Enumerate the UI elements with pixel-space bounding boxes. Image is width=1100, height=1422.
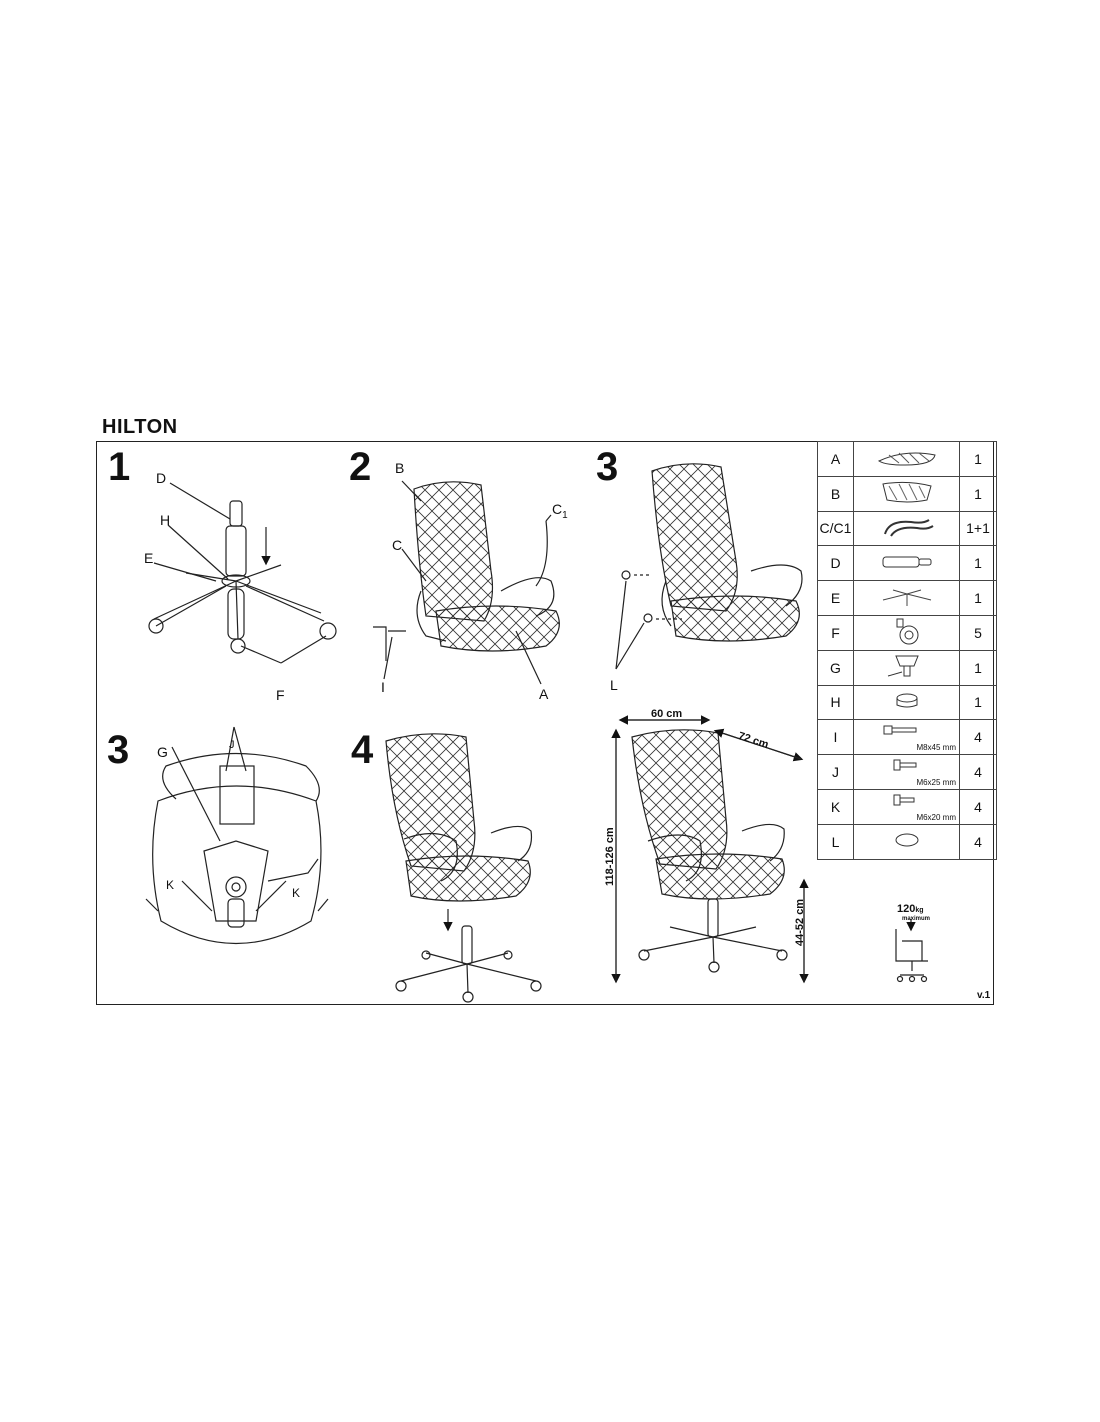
part-id: C/C1 xyxy=(817,510,854,547)
step-number-3b: 3 xyxy=(107,728,130,772)
part-qty: 1 xyxy=(959,475,997,512)
part-qty: 4 xyxy=(959,719,997,756)
mechanism-icon xyxy=(853,649,960,686)
step-number-1: 1 xyxy=(108,445,131,489)
step3b-mechanism-drawing xyxy=(145,726,329,944)
part-id: G xyxy=(817,649,854,686)
assembly-illustrations xyxy=(145,463,928,1003)
table-row: A 1 xyxy=(817,441,997,477)
bolt-icon: M8x45 mm xyxy=(853,719,960,756)
table-row: I M8x45 mm 4 xyxy=(817,719,997,756)
table-row: K M6x20 mm 4 xyxy=(817,788,997,825)
max-load-value: 120kg xyxy=(897,903,924,915)
callout-e: E xyxy=(144,550,154,566)
gas-lift-icon xyxy=(853,545,960,582)
callout-j: J xyxy=(229,739,235,751)
part-qty: 5 xyxy=(959,614,997,651)
table-row: L 4 xyxy=(817,823,997,860)
dimension-width: 60 cm xyxy=(651,708,683,720)
part-id: K xyxy=(817,788,854,825)
part-id: F xyxy=(817,614,854,651)
screw-icon: M6x25 mm xyxy=(853,754,960,790)
table-row: C/C1 1+1 xyxy=(817,510,997,547)
table-row: J M6x25 mm 4 xyxy=(817,754,997,790)
part-qty: 4 xyxy=(959,823,997,860)
callout-c1: C1 xyxy=(552,501,568,521)
step4-chair-drawing xyxy=(385,733,542,1003)
parts-table: A 1 B 1 C/C1 1+1 D 1 E 1 F 5 xyxy=(817,441,997,860)
screw-icon: M6x20 mm xyxy=(853,788,960,825)
callout-h: H xyxy=(160,512,171,528)
part-qty: 1 xyxy=(959,441,997,477)
dimension-height: 118-126 cm xyxy=(604,827,616,886)
part-spec: M8x45 mm xyxy=(916,743,956,753)
dimension-seat-height: 44-52 cm xyxy=(794,898,806,946)
callout-d: D xyxy=(156,470,167,486)
cover-icon xyxy=(853,684,960,721)
step-number-4: 4 xyxy=(351,728,374,772)
max-load-note: maximum xyxy=(902,916,931,922)
part-id: E xyxy=(817,580,854,616)
callout-b: B xyxy=(395,460,405,476)
table-row: E 1 xyxy=(817,580,997,616)
step2-seat-drawing xyxy=(373,480,560,685)
part-id: D xyxy=(817,545,854,582)
dimension-chair-drawing xyxy=(611,715,809,984)
callout-c: C xyxy=(392,537,403,553)
callout-k-right: K xyxy=(292,886,301,900)
part-qty: 1 xyxy=(959,580,997,616)
part-qty: 1 xyxy=(959,545,997,582)
version-label: v.1 xyxy=(977,990,991,1001)
part-qty: 1 xyxy=(959,649,997,686)
part-id: H xyxy=(817,684,854,721)
part-id: A xyxy=(817,441,854,477)
part-spec: M6x20 mm xyxy=(916,812,956,822)
part-qty: 4 xyxy=(959,788,997,825)
part-spec: M6x25 mm xyxy=(916,777,956,787)
product-title: HILTON xyxy=(102,416,178,438)
callout-k-left: K xyxy=(166,878,175,892)
table-row: D 1 xyxy=(817,545,997,582)
part-id: L xyxy=(817,823,854,860)
table-row: G 1 xyxy=(817,649,997,686)
seat-icon xyxy=(853,441,960,477)
table-row: B 1 xyxy=(817,475,997,512)
part-id: I xyxy=(817,719,854,756)
part-qty: 4 xyxy=(959,754,997,790)
callout-f: F xyxy=(276,687,285,703)
callout-a: A xyxy=(539,686,549,702)
step-number-2: 2 xyxy=(349,445,372,489)
caster-icon xyxy=(853,614,960,651)
callout-i: I xyxy=(381,679,385,695)
part-id: B xyxy=(817,475,854,512)
callout-g: G xyxy=(157,744,168,760)
armrests-icon xyxy=(853,510,960,547)
part-id: J xyxy=(817,754,854,790)
callout-l: L xyxy=(610,677,618,693)
step-number-3: 3 xyxy=(596,445,619,489)
star-base-icon xyxy=(853,580,960,616)
backrest-icon xyxy=(853,475,960,512)
step3-caps-drawing xyxy=(615,463,803,670)
step1-base-drawing xyxy=(148,482,337,664)
part-qty: 1 xyxy=(959,684,997,721)
cap-icon xyxy=(853,823,960,860)
table-row: F 5 xyxy=(817,614,997,651)
part-qty: 1+1 xyxy=(959,510,997,547)
table-row: H 1 xyxy=(817,684,997,721)
max-load-icon-drawing xyxy=(895,919,928,983)
